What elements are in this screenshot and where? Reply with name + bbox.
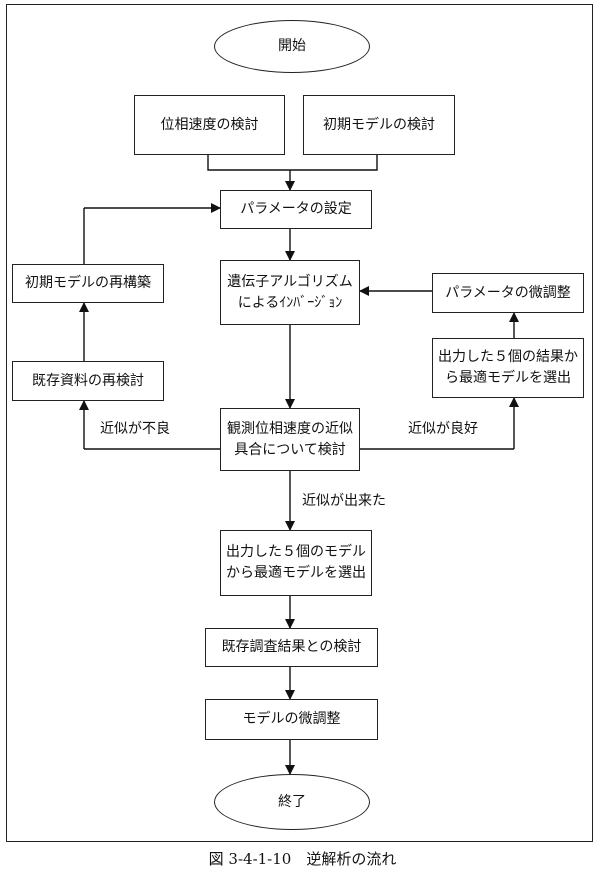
merge-connector [207,155,378,171]
edge-label-poor: 近似が不良 [100,421,170,437]
initial-model-box: 初期モデルの検討 [303,95,455,155]
observed-label-line1: 観測位相速度の近似 [227,420,353,437]
ga-label-line1: 遺伝子アルゴリズム [227,273,353,290]
model-rebuild-box: 初期モデルの再構築 [12,264,164,303]
initial-model-label: 初期モデルの検討 [323,116,435,133]
select-best-result-box: 出力した５個の結果か ら最適モデルを選出 [432,338,584,398]
observed-velocity-box: 観測位相速度の近似 具合について検討 [220,408,360,471]
existing-survey-label: 既存調査結果との検討 [221,639,362,655]
param-finetune-label: パラメータの微調整 [445,284,571,301]
phase-velocity-box: 位相速度の検討 [134,95,285,155]
phase-velocity-label: 位相速度の検討 [160,116,259,133]
end-terminal: 終了 [214,774,370,830]
param-finetune-box: パラメータの微調整 [432,273,584,313]
output5-label-line2: から最適モデルを選出 [226,565,366,581]
edge-label-good: 近似が良好 [408,421,478,437]
output-five-models-box: 出力した５個のモデル から最適モデルを選出 [220,530,372,596]
model-finetune-box: モデルの微調整 [205,699,378,740]
genetic-algorithm-box: 遺伝子アルゴリズム によるｲﾝﾊﾞｰｼﾞｮﾝ [220,260,360,325]
model-rebuild-label: 初期モデルの再構築 [25,275,151,291]
output5-label-line1: 出力した５個のモデル [226,544,366,560]
ga-label-line2: によるｲﾝﾊﾞｰｼﾞｮﾝ [237,294,343,311]
parameter-setting-box: パラメータの設定 [220,190,372,229]
observed-label-line2: 具合について検討 [234,441,346,458]
existing-recheck-label: 既存資料の再検討 [32,372,144,389]
parameter-setting-label: パラメータの設定 [240,201,352,217]
edge-label-done: 近似が出来た [302,493,386,509]
existing-recheck-box: 既存資料の再検討 [12,361,164,401]
model-finetune-label: モデルの微調整 [242,711,341,727]
existing-survey-box: 既存調査結果との検討 [205,628,378,667]
start-terminal: 開始 [214,20,370,73]
figure-caption: 図 3-4-1-10 逆解析の流れ [208,850,397,868]
select5-label-line1: 出力した５個の結果か [438,349,578,365]
end-label: 終了 [278,793,306,810]
diagram-frame [6,4,593,842]
start-label: 開始 [278,38,306,54]
select5-label-line2: ら最適モデルを選出 [445,370,571,386]
